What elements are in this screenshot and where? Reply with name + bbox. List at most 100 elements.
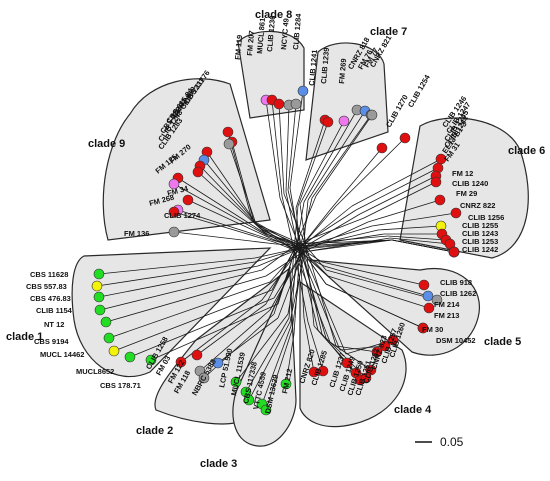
internal-branch: [293, 249, 331, 343]
strain-marker: [93, 268, 105, 280]
strain-label: FM 207: [245, 30, 256, 56]
strain-marker: [322, 116, 334, 128]
internal-branch: [265, 251, 304, 277]
strain-marker: [450, 207, 462, 219]
internal-branch: [293, 195, 317, 251]
tip-branch: [105, 275, 267, 323]
internal-branch: [302, 239, 393, 253]
internal-branch: [267, 235, 298, 245]
strain-marker: [371, 346, 383, 358]
strain-marker: [297, 85, 309, 97]
strain-label: NT 12: [44, 320, 64, 329]
internal-branch: [271, 239, 301, 249]
strain-marker: [387, 334, 399, 346]
strain-marker: [273, 98, 285, 110]
tip-branch: [323, 265, 429, 297]
strain-label: FM 29: [456, 189, 477, 198]
tip-branch: [96, 261, 256, 287]
strain-marker: [379, 340, 391, 352]
clade-6-label: clade 6: [508, 145, 545, 157]
internal-branch: [293, 229, 379, 251]
tip-branch: [329, 341, 372, 371]
internal-branch: [290, 243, 298, 327]
clade-2-label: clade 2: [136, 425, 173, 437]
strain-marker: [108, 345, 120, 357]
tip-branch: [287, 103, 297, 191]
tip-branch: [177, 209, 273, 241]
strain-marker: [100, 316, 112, 328]
strain-label: CLIB 1241: [307, 49, 319, 86]
strain-marker: [243, 394, 255, 406]
tip-branch: [325, 283, 424, 329]
strain-label: FM 119: [233, 34, 244, 60]
tip-branch: [228, 143, 257, 225]
tip-branch: [177, 177, 267, 235]
strain-marker: [317, 365, 329, 377]
internal-branch: [279, 197, 301, 249]
internal-branch: [285, 191, 298, 245]
strain-marker: [103, 332, 115, 344]
tip-branch: [377, 225, 442, 231]
strain-marker: [192, 166, 204, 178]
tip-branch: [173, 211, 275, 243]
tip-branch: [108, 281, 271, 339]
strain-marker: [91, 280, 103, 292]
tip-branch: [199, 309, 271, 372]
strain-marker: [448, 246, 460, 258]
internal-branch: [299, 225, 373, 249]
tip-branch: [351, 158, 442, 207]
internal-branch: [299, 205, 337, 249]
strain-label: FM 214: [434, 300, 460, 309]
strain-label: FM 12: [452, 169, 473, 178]
tip-branch: [173, 231, 277, 245]
strain-label: FM 136: [124, 229, 149, 238]
internal-branch: [273, 243, 298, 315]
internal-branch: [299, 247, 327, 285]
internal-branch: [293, 249, 309, 323]
internal-branch: [255, 223, 307, 247]
branches: [96, 90, 457, 411]
tip-branch: [367, 199, 441, 223]
tip-branch: [98, 265, 259, 298]
strain-marker: [124, 351, 136, 363]
tip-branch: [98, 257, 256, 275]
internal-branch: [293, 249, 325, 267]
internal-branch: [296, 243, 319, 331]
strain-marker: [94, 304, 106, 316]
tip-branch: [235, 313, 289, 383]
clade-6-panel: [399, 117, 529, 259]
tip-branch: [173, 183, 269, 237]
tip-branch: [206, 151, 259, 227]
strain-marker: [290, 98, 302, 110]
strain-label: CLIB 918: [440, 278, 472, 287]
internal-branch: [299, 197, 313, 249]
tip-branch: [196, 303, 267, 356]
strain-label: CBS 11628: [30, 270, 68, 279]
strain-label: FM 213: [434, 311, 459, 320]
strain-label: CLIB 1284: [291, 12, 303, 50]
strain-marker: [338, 115, 350, 127]
tip-branch: [248, 321, 291, 401]
strain-label: CLIB 1239: [319, 47, 331, 84]
internal-branch: [265, 233, 307, 247]
strain-label: DSM 10452: [436, 336, 476, 345]
strain-label: CBS 178.71: [100, 381, 141, 390]
strain-marker: [360, 372, 372, 384]
strain-marker: [431, 294, 443, 306]
tip-branch: [187, 199, 271, 239]
tip-branch: [303, 317, 315, 373]
tip-branch: [299, 120, 345, 205]
tip-branch: [199, 165, 263, 231]
strain-label: CBS 557.83: [26, 282, 67, 291]
tip-branch: [307, 321, 324, 372]
tip-branch: [363, 181, 437, 219]
internal-branch: [289, 187, 301, 249]
internal-branch: [281, 195, 295, 251]
strain-marker: [222, 126, 234, 138]
strain-marker: [280, 378, 292, 390]
strain-marker: [223, 138, 235, 150]
tip-branch: [339, 345, 386, 351]
strain-label: CLIB 1262: [440, 289, 476, 298]
tip-branch: [359, 175, 437, 215]
